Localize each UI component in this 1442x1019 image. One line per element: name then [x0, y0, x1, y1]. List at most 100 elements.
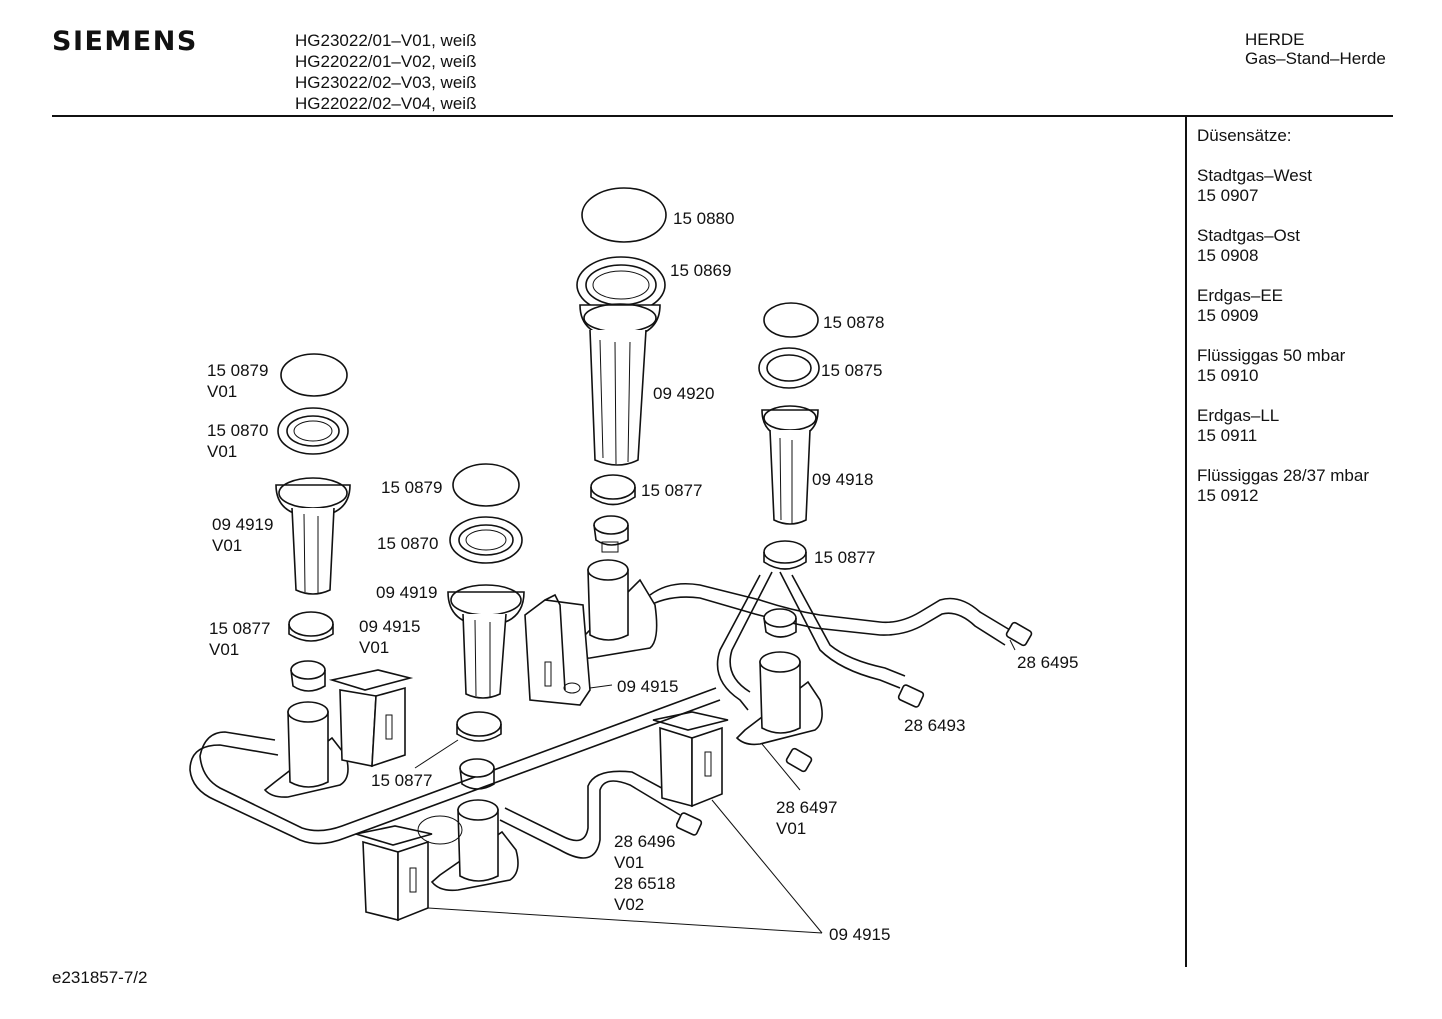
model-list: HG23022/01–V01, weiß HG22022/01–V02, wei… [295, 30, 476, 114]
valve-body-left [263, 701, 349, 798]
drawing-code: e231857-7/2 [52, 968, 148, 987]
bracket-094915-left [328, 669, 414, 768]
burner-ring-150869 [576, 256, 666, 314]
valve-body-mid [417, 799, 519, 892]
nozzle-set-item: Flüssiggas 50 mbar 15 0910 [1197, 346, 1427, 386]
clamp-150877-center [590, 474, 636, 506]
part-label: 28 6497 [776, 798, 837, 817]
nozzle-set-item: Stadtgas–Ost 15 0908 [1197, 226, 1427, 266]
bracket-094915-center [524, 593, 591, 706]
part-label: 15 0869 [670, 261, 731, 280]
bracket-094915-lower-right [652, 711, 729, 808]
burner-cap-150879-left [280, 353, 348, 397]
nozzle-set-number: 15 0908 [1197, 246, 1259, 265]
part-label: 15 0870 [377, 534, 438, 553]
valve-body-right [735, 651, 823, 746]
gas-pipe-lower [499, 770, 685, 859]
nozzle-holder-center [593, 515, 629, 553]
part-label: 09 4915 [829, 925, 890, 944]
part-variant-label: V02 [614, 895, 644, 914]
burner-ring-150870-left [277, 407, 349, 455]
nozzle-set-name: Stadtgas–West [1197, 166, 1312, 185]
part-variant-label: V01 [776, 819, 806, 838]
clamp-150877-left [288, 611, 334, 642]
part-label: 15 0877 [371, 771, 432, 790]
part-variant-label: V01 [212, 536, 242, 555]
part-label: 15 0880 [673, 209, 734, 228]
exploded-parts-drawing: 15 0880 15 0869 09 4920 15 0877 15 0878 … [189, 187, 1078, 944]
gas-pipe-right [644, 571, 1011, 711]
model-line: HG23022/01–V01, weiß [295, 31, 477, 50]
part-variant-label: V01 [207, 382, 237, 401]
nozzle-sets-title: Düsensätze: [1197, 126, 1292, 145]
burner-ring-150870-mid [449, 516, 523, 564]
nozzle-set-item: Stadtgas–West 15 0907 [1197, 166, 1427, 206]
part-label: 09 4919 [212, 515, 273, 534]
header-rule [52, 115, 1393, 117]
nozzle-holder-right [763, 608, 797, 638]
sidebar-rule [1185, 117, 1187, 967]
nozzle-set-name: Flüssiggas 28/37 mbar [1197, 466, 1369, 485]
part-label: 15 0877 [209, 619, 270, 638]
burner-cap-150879-mid [452, 463, 520, 507]
part-variant-label: V01 [207, 442, 237, 461]
clamp-150877-mid [456, 711, 502, 742]
part-variant-label: V01 [614, 853, 644, 872]
part-label: 15 0875 [821, 361, 882, 380]
burner-tube-094919-left [275, 477, 351, 595]
nozzle-sets-panel: Düsensätze: Stadtgas–West 15 0907 Stadtg… [1197, 126, 1427, 526]
subcategory: Gas–Stand–Herde [1245, 49, 1386, 68]
category: HERDE [1245, 30, 1305, 49]
burner-ring-150875 [758, 347, 820, 389]
pipe-fitting-286495 [1005, 621, 1033, 647]
part-label: 09 4919 [376, 583, 437, 602]
burner-cap-150878 [763, 302, 819, 338]
nozzle-set-name: Stadtgas–Ost [1197, 226, 1301, 245]
part-label: 15 0879 [381, 478, 442, 497]
nozzle-set-item: Erdgas–LL 15 0911 [1197, 406, 1427, 446]
model-line: HG22022/02–V04, weiß [295, 94, 477, 113]
nozzle-set-item: Erdgas–EE 15 0909 [1197, 286, 1427, 326]
clamp-150877-right [763, 540, 807, 570]
gas-pipe-main [189, 687, 721, 845]
nozzle-set-number: 15 0907 [1197, 186, 1259, 205]
model-line: HG22022/01–V02, weiß [295, 52, 477, 71]
burner-cap-150880 [581, 187, 667, 243]
nozzle-holder-mid [459, 758, 495, 790]
pipe-fitting-286493 [897, 684, 925, 708]
pipe-fitting-286497 [785, 747, 813, 773]
part-variant-label: V01 [209, 640, 239, 659]
part-label: 09 4920 [653, 384, 714, 403]
bracket-094915-lower-left [355, 825, 433, 922]
nozzle-set-item: Flüssiggas 28/37 mbar 15 0912 [1197, 466, 1427, 506]
category-block: HERDE Gas–Stand–Herde [1245, 30, 1386, 68]
burner-tube-094920 [579, 303, 661, 466]
nozzle-holder-left [290, 660, 326, 692]
brand-logo: SIEMENS [52, 26, 198, 57]
nozzle-set-number: 15 0909 [1197, 306, 1259, 325]
part-label: 09 4915 [617, 677, 678, 696]
pipe-fitting-286496 [675, 812, 703, 836]
part-label: 15 0877 [641, 481, 702, 500]
part-label: 28 6518 [614, 874, 675, 893]
nozzle-set-name: Erdgas–EE [1197, 286, 1283, 305]
model-line: HG23022/02–V03, weiß [295, 73, 477, 92]
nozzle-set-name: Erdgas–LL [1197, 406, 1280, 425]
part-label: 15 0870 [207, 421, 268, 440]
part-label: 15 0877 [814, 548, 875, 567]
nozzle-set-number: 15 0912 [1197, 486, 1259, 505]
leader-lines [414, 639, 1016, 934]
part-label: 28 6495 [1017, 653, 1078, 672]
part-label: 09 4918 [812, 470, 873, 489]
nozzle-set-name: Flüssiggas 50 mbar [1197, 346, 1346, 365]
part-labels: 15 0880 15 0869 09 4920 15 0877 15 0878 … [207, 209, 1078, 944]
part-label: 15 0879 [207, 361, 268, 380]
part-label: 09 4915 [359, 617, 420, 636]
part-label: 28 6496 [614, 832, 675, 851]
burner-tube-094919-mid [447, 584, 525, 699]
valve-body-center [569, 559, 658, 659]
nozzle-set-number: 15 0910 [1197, 366, 1259, 385]
nozzle-set-number: 15 0911 [1197, 426, 1258, 445]
part-label: 15 0878 [823, 313, 884, 332]
part-variant-label: V01 [359, 638, 389, 657]
